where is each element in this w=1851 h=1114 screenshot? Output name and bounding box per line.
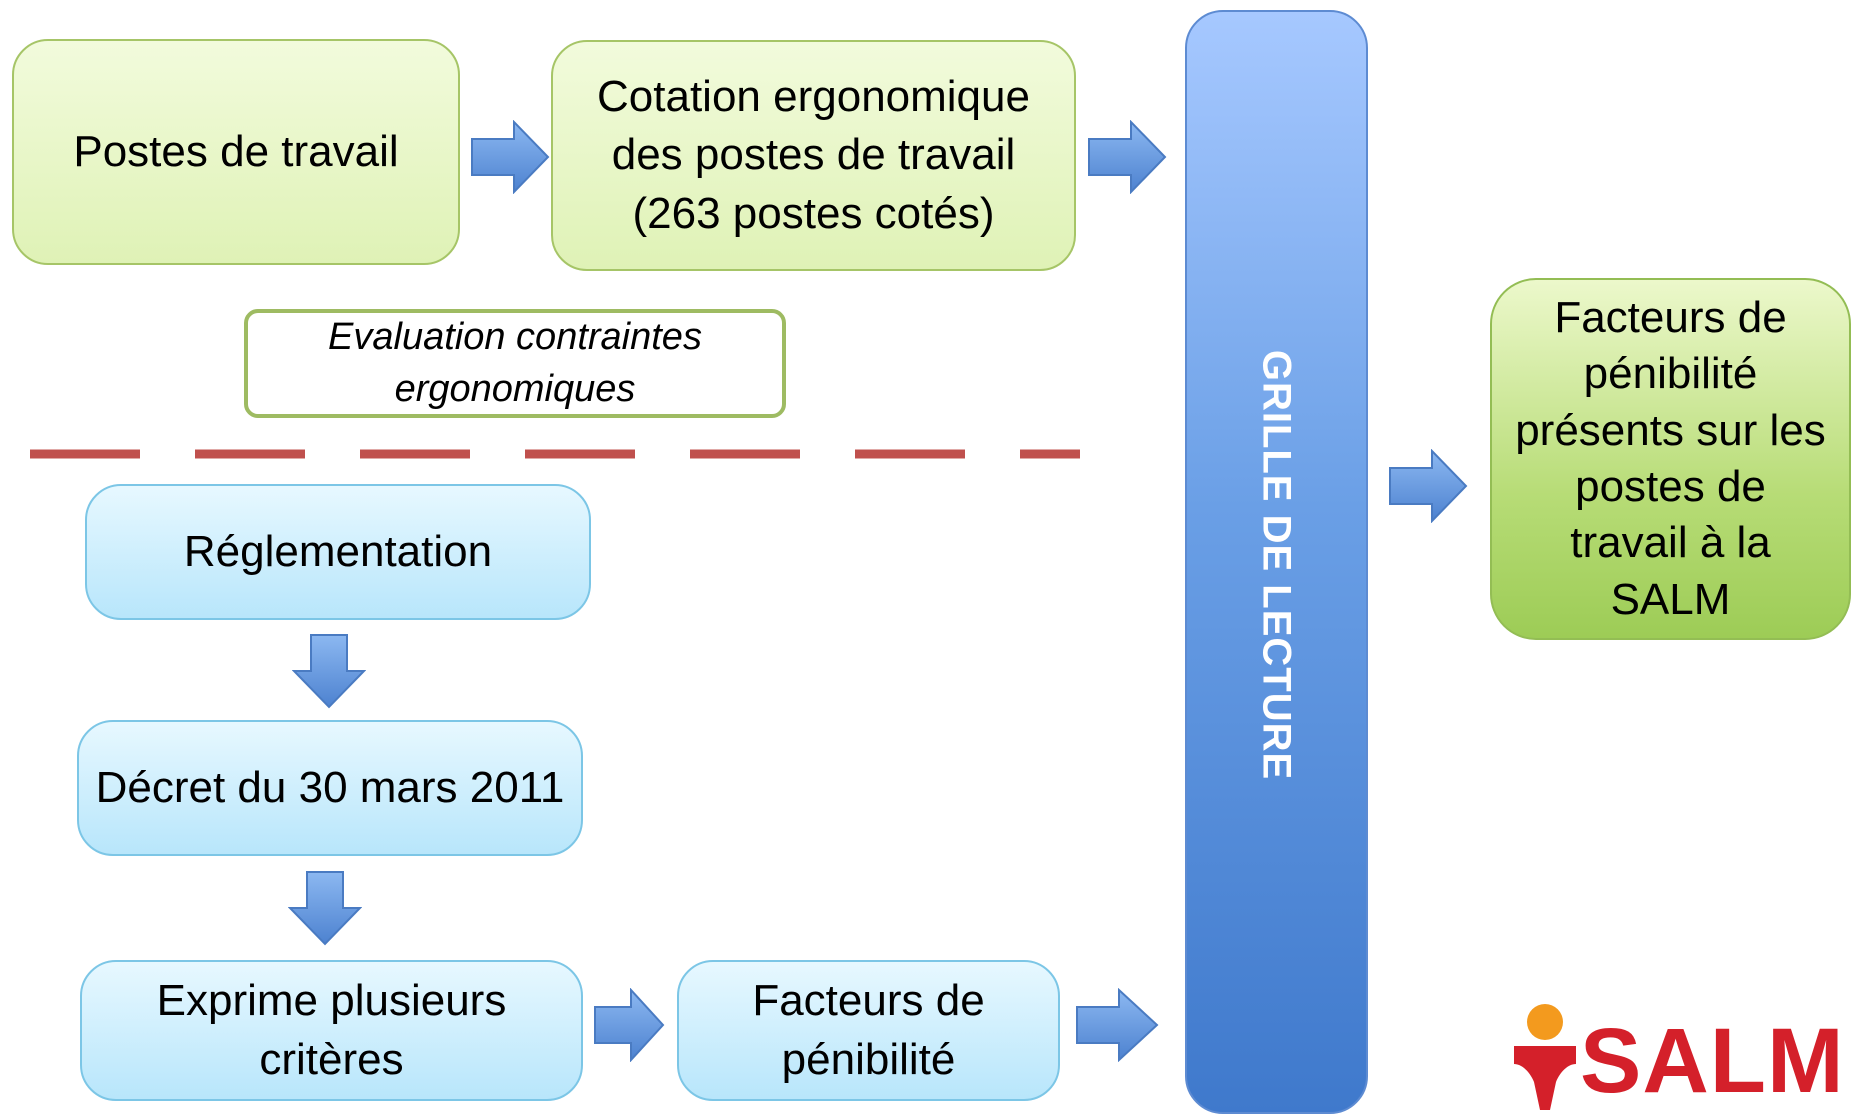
arrow-right-icon: [471, 120, 550, 194]
cotation-box: Cotation ergonomique des postes de trava…: [551, 40, 1076, 271]
evaluation-box: Evaluation contraintes ergonomiques: [244, 309, 786, 418]
postes-de-travail-label: Postes de travail: [73, 126, 399, 176]
reglementation-label: Réglementation: [183, 526, 493, 576]
arrow-right-icon: [594, 988, 665, 1062]
salm-logo-text: SALM: [1580, 1010, 1845, 1112]
result-box: Facteurs de pénibilité présents sur les …: [1490, 278, 1851, 640]
grille-de-lecture-label: GRILLE DE LECTURE: [1254, 349, 1299, 781]
decret-box: Décret du 30 mars 2011: [77, 720, 583, 856]
exprime-label: Exprime plusieurs critères: [156, 976, 507, 1084]
postes-de-travail-box: Postes de travail: [12, 39, 460, 265]
dashed-separator: [30, 449, 1080, 459]
arrow-right-icon: [1088, 120, 1167, 194]
decret-label: Décret du 30 mars 2011: [95, 762, 565, 812]
facteurs-box: Facteurs de pénibilité: [677, 960, 1060, 1101]
arrow-right-icon: [1076, 988, 1159, 1062]
result-label: Facteurs de pénibilité présents sur les …: [1515, 293, 1826, 624]
arrow-down-icon: [292, 634, 366, 709]
facteurs-label: Facteurs de pénibilité: [752, 976, 985, 1084]
arrow-down-icon: [288, 871, 362, 946]
arrow-right-icon: [1389, 449, 1468, 523]
salm-logo-icon: [1514, 1004, 1576, 1110]
grille-de-lecture-bar: [1185, 10, 1368, 1114]
exprime-box: Exprime plusieurs critères: [80, 960, 583, 1101]
cotation-label: Cotation ergonomique des postes de trava…: [597, 72, 1030, 238]
reglementation-box: Réglementation: [85, 484, 591, 620]
evaluation-label: Evaluation contraintes ergonomiques: [328, 316, 702, 410]
